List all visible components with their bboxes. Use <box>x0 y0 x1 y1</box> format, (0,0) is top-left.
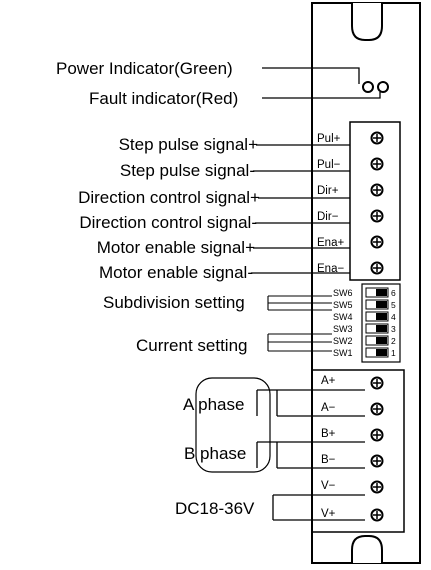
direction-plus-label: Direction control signal+ <box>78 188 260 207</box>
terminal-b-plus: B+ <box>321 428 336 440</box>
terminal-ena-plus: Ena+ <box>317 237 345 249</box>
fault-indicator-label: Fault indicator(Red) <box>89 89 239 108</box>
dip-number-5: 5 <box>391 300 396 310</box>
terminal-ena-minus: Ena− <box>317 263 345 275</box>
enable-minus-label: Motor enable signal- <box>98 263 253 282</box>
sw1-label: SW1 <box>333 348 353 358</box>
power-leaders <box>256 389 365 521</box>
signal-screw-slots <box>373 134 381 272</box>
top-mounting-slot <box>351 3 383 41</box>
terminal-dir-minus: Dir− <box>317 211 339 223</box>
enable-plus-label: Motor enable signal+ <box>96 238 255 257</box>
step-pulse-plus-label: Step pulse signal+ <box>118 135 258 154</box>
terminal-pul-plus: Pul+ <box>317 133 341 145</box>
power-indicator-label: Power Indicator(Green) <box>56 59 233 78</box>
sw2-label: SW2 <box>333 336 353 346</box>
terminal-dir-plus: Dir+ <box>317 185 339 197</box>
dc-voltage-label: DC18-36V <box>175 499 255 518</box>
power-led <box>362 81 374 93</box>
dip-number-2: 2 <box>391 336 396 346</box>
dip-number-1: 1 <box>391 348 396 358</box>
step-pulse-minus-label: Step pulse signal- <box>119 161 255 180</box>
bottom-mounting-slot <box>351 535 383 563</box>
dip-number-4: 4 <box>391 312 396 322</box>
dip-number-6: 6 <box>391 288 396 298</box>
terminal-pul-minus: Pul− <box>317 159 341 171</box>
fault-led <box>377 81 389 93</box>
power-connector <box>311 369 405 533</box>
dip-switches <box>365 287 389 358</box>
terminal-a-minus: A− <box>321 402 336 414</box>
current-setting-label: Current setting <box>136 336 248 355</box>
sw5-label: SW5 <box>333 300 353 310</box>
dip-switch-levers <box>376 289 387 356</box>
terminal-a-plus: A+ <box>321 375 336 387</box>
terminal-v-minus: V− <box>321 480 336 492</box>
sw4-label: SW4 <box>333 312 353 322</box>
dip-switch-block <box>361 283 401 363</box>
sw3-label: SW3 <box>333 324 353 334</box>
power-screw-slots <box>373 379 381 519</box>
b-phase-label: B phase <box>184 444 247 463</box>
sw6-label: SW6 <box>333 288 353 298</box>
terminal-v-plus: V+ <box>321 508 336 520</box>
power-leader <box>262 67 360 84</box>
a-phase-label: A phase <box>183 395 245 414</box>
signal-leaders <box>251 144 350 274</box>
motor-coil-outline <box>195 377 271 473</box>
signal-connector <box>349 121 401 281</box>
direction-minus-label: Direction control signal- <box>79 213 257 232</box>
terminal-b-minus: B− <box>321 454 336 466</box>
fault-leader <box>262 92 381 99</box>
subdivision-setting-label: Subdivision setting <box>103 293 245 312</box>
power-screws <box>370 376 384 522</box>
dip-number-3: 3 <box>391 324 396 334</box>
signal-screws <box>370 131 384 275</box>
dip-leaders <box>267 295 332 352</box>
